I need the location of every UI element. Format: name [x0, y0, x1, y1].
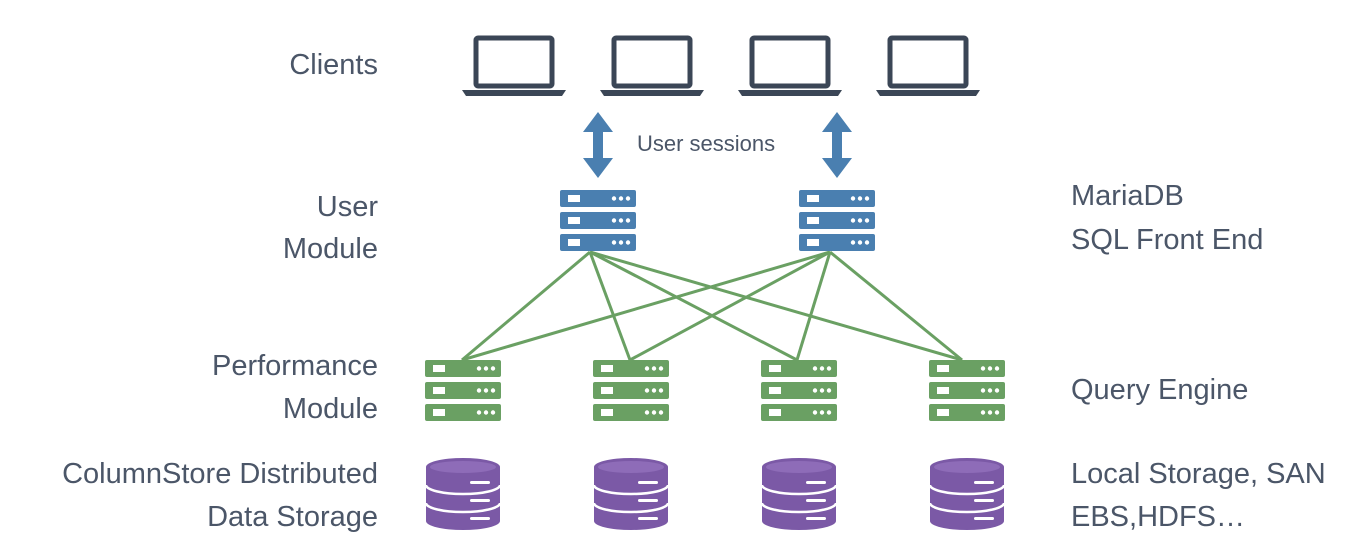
laptop-icon [600, 38, 704, 96]
database-icon [928, 456, 1006, 532]
query-engine-label: Query Engine [1071, 374, 1249, 406]
double-arrow-icon [583, 112, 613, 178]
user-sessions-label: User sessions [637, 131, 776, 156]
database-icon [592, 456, 670, 532]
local-storage-label-line1: Local Storage, SAN [1071, 458, 1326, 490]
user-module-label-line1: User [316, 191, 378, 223]
server-icon [799, 190, 875, 251]
laptop-icon [876, 38, 980, 96]
server-icon [425, 360, 501, 421]
storage-label-line2: Data Storage [207, 501, 378, 533]
connection-lines [461, 250, 963, 362]
local-storage-label-line2: EBS,HDFS… [1071, 501, 1246, 533]
user-module-label-line2: Module [282, 233, 378, 265]
user-module-servers [560, 190, 875, 251]
performance-module-label-line1: Performance [211, 350, 378, 382]
server-icon [593, 360, 669, 421]
link-um2-pm2 [629, 250, 831, 362]
mariadb-label-line2: SQL Front End [1071, 224, 1264, 256]
server-icon [929, 360, 1005, 421]
server-icon [761, 360, 837, 421]
link-um1-pm3 [589, 250, 798, 362]
double-arrow-icon [822, 112, 852, 178]
link-um2-pm4 [829, 250, 963, 362]
mariadb-label-line1: MariaDB [1071, 180, 1184, 212]
clients-label: Clients [289, 49, 378, 81]
link-um1-pm1 [461, 250, 591, 362]
link-um2-pm1 [461, 250, 831, 362]
storage-label-line1: ColumnStore Distributed [62, 458, 378, 490]
performance-module-label-line2: Module [282, 393, 378, 425]
server-icon [560, 190, 636, 251]
performance-module-servers [425, 360, 1005, 421]
database-icon [424, 456, 502, 532]
link-um2-pm3 [795, 251, 832, 361]
laptop-icon [462, 38, 566, 96]
database-icon [760, 456, 838, 532]
link-um1-pm2 [588, 251, 632, 361]
link-um1-pm4 [589, 250, 963, 362]
clients-laptops [462, 38, 980, 96]
storage-databases [424, 456, 1006, 532]
laptop-icon [738, 38, 842, 96]
